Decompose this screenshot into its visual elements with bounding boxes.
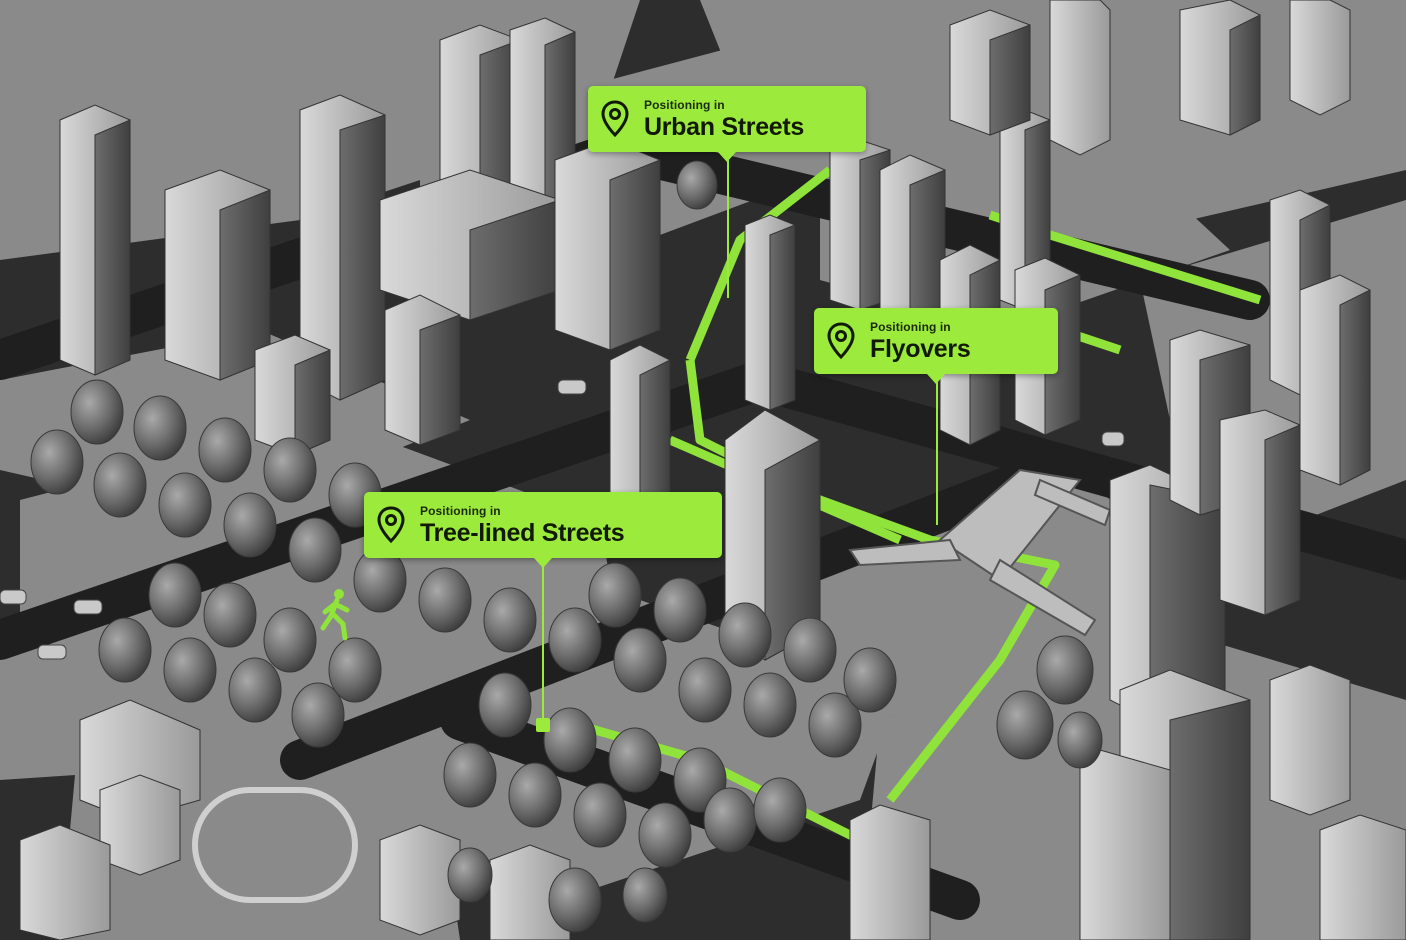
callout-title: Tree-lined Streets (420, 518, 625, 547)
callout-flyovers: Positioning in Flyovers (814, 308, 1058, 374)
callout-title: Urban Streets (644, 112, 805, 141)
callout-tree-lined-streets: Positioning in Tree-lined Streets (364, 492, 722, 558)
callout-pointer (718, 152, 736, 162)
flyover (848, 468, 1112, 637)
trees (30, 160, 1103, 933)
callout-urban-streets: Positioning in Urban Streets (588, 86, 866, 152)
callout-title: Flyovers (870, 334, 971, 363)
buildings (19, 0, 1406, 940)
location-pin-icon (600, 100, 630, 138)
leader-line-urban (727, 160, 729, 298)
location-pin-icon (376, 506, 406, 544)
callout-prefix: Positioning in (870, 319, 951, 334)
location-pin-icon (826, 322, 856, 360)
callout-prefix: Positioning in (644, 97, 725, 112)
callout-prefix: Positioning in (420, 503, 501, 518)
cars (0, 379, 1125, 660)
leader-line-flyovers (936, 382, 938, 525)
sports-track (192, 787, 358, 903)
leader-line-tree-extension (536, 718, 550, 732)
pedestrian-icon (320, 589, 350, 641)
callout-pointer (927, 374, 945, 384)
callout-pointer (534, 558, 552, 568)
leader-line-tree (542, 566, 544, 718)
